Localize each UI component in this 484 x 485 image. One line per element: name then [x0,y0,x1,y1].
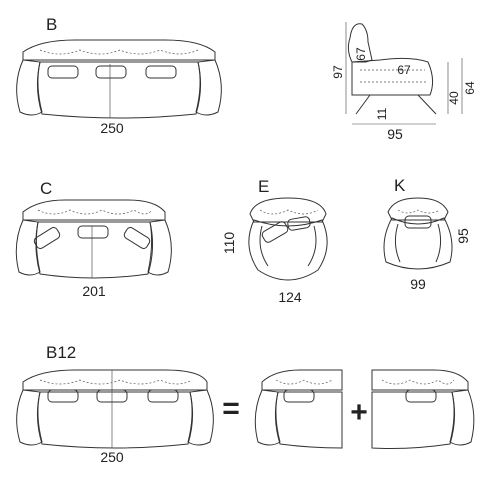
sofa-c-cushion-1 [33,227,61,249]
side-view-seat-depth: 67 [397,63,411,77]
side-view-seat-height: 40 [447,91,461,105]
chair-k-seat [383,217,453,270]
side-view-back-height: 64 [463,81,477,95]
sofa-b-cushion-2 [95,65,127,79]
chair-k-right-arm [435,223,442,263]
sofa-b12-drawing: B12 250 [16,343,214,465]
chair-e-right-arm [307,225,317,267]
sofa-c-seat [35,221,154,279]
sofa-b-seat [36,61,202,119]
sofa-c-quilting [37,209,153,215]
sofa-b-left-arm [16,59,43,116]
model-b-label: B [46,15,57,34]
side-view-depth: 95 [387,126,403,142]
b12-right-module-drawing [371,369,475,449]
sofa-b12-seat [36,391,194,449]
sofa-b-right-arm [195,59,222,116]
model-c-width: 201 [82,283,106,299]
sofa-b-drawing: B 250 [16,15,222,136]
chair-e-drawing: E 110 124 [221,177,328,305]
left-module-cushion [283,389,315,403]
sofa-b12-right-arm [187,389,214,446]
side-view-backrest-depth: 67 [354,47,368,61]
equals-sign: = [222,392,240,425]
chair-e-cushion-2 [287,216,311,231]
sofa-b-backrest [22,39,216,61]
sofa-b12-left-arm [16,389,43,446]
model-e-depth: 110 [221,232,237,255]
plus-sign: + [350,396,368,429]
chair-e-backrest [249,197,327,223]
model-e-label: E [258,177,269,196]
side-view-body [351,57,434,96]
chair-k-cushion [404,215,432,229]
chair-k-drawing: K 95 99 [383,176,471,292]
side-view-wing [347,23,373,63]
model-b12-width: 250 [100,449,124,465]
model-k-depth: 95 [455,228,471,244]
side-view-quilting [360,69,426,83]
sofa-b-cushion-1 [47,65,79,79]
model-k-width: 99 [410,276,426,292]
chair-e-seat [248,219,328,281]
right-module-quilting [381,379,455,385]
left-module-seat [274,391,343,449]
sofa-c-backrest [22,199,166,221]
sofa-b-quilting [39,49,199,55]
sofa-c-cushion-2 [77,225,109,239]
chair-k-backrest [387,197,449,221]
side-view-leg: 11 [375,107,389,120]
side-view-drawing: 97 67 67 40 64 11 95 [331,22,477,142]
side-view-height: 97 [331,65,345,79]
side-view-back-leg [417,94,437,115]
sofa-b12-cushion-2 [96,389,128,403]
chair-k-quilting [397,209,441,214]
right-module-seat [371,391,456,449]
sofa-b12-cushion-1 [47,389,79,403]
sofa-b12-cushion-3 [147,389,179,403]
right-module-backrest [371,369,469,391]
chair-e-quilting [259,209,319,215]
model-c-label: C [40,179,52,198]
sofa-c-drawing: C 201 [15,179,172,299]
model-b-width: 250 [100,120,124,136]
model-e-width: 124 [278,289,302,305]
sofa-b12-backrest [22,369,208,391]
left-module-backrest [261,369,343,391]
side-view-front-leg [355,94,371,115]
chair-e-left-arm [259,225,269,267]
sofa-c-right-arm [147,219,172,276]
sofa-b12-quilting [39,379,193,385]
right-module-cushion [405,389,437,403]
chair-k-left-arm [394,223,401,263]
model-k-label: K [394,176,406,195]
model-b12-label: B12 [46,343,76,362]
sofa-c-cushion-3 [123,227,151,249]
left-module-quilting [275,379,333,385]
chair-e-cushion [261,221,289,243]
sofa-b-cushion-3 [145,65,177,79]
b12-left-module-drawing [254,369,343,449]
